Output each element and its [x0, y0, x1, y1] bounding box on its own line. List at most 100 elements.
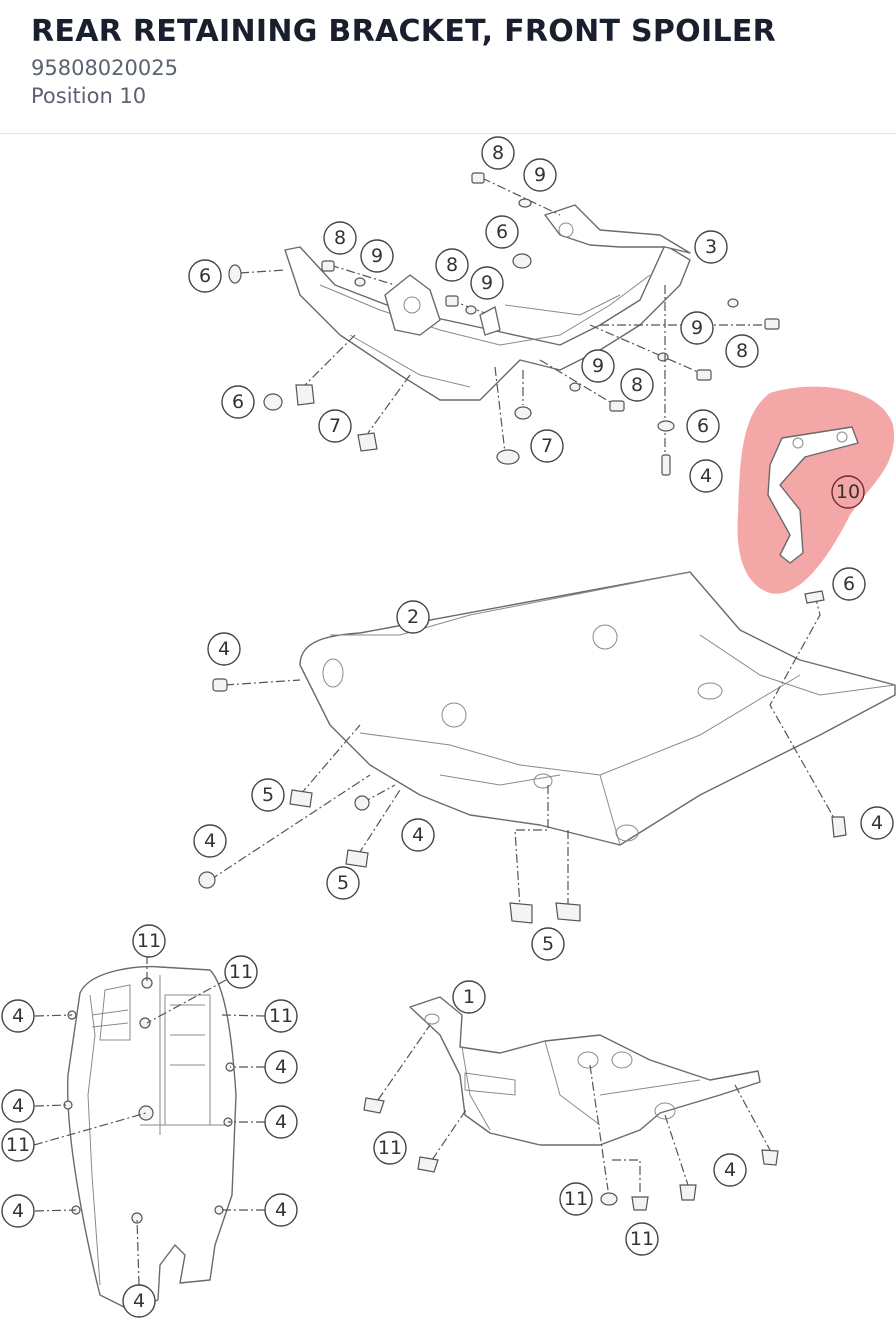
lower-hardware — [363, 1024, 779, 1211]
part-number: 95808020025 — [31, 56, 178, 80]
callout-marker[interactable]: 11 — [1, 1128, 35, 1162]
callout-marker[interactable]: 7 — [530, 429, 564, 463]
callout-number: 6 — [199, 265, 211, 287]
callout-marker[interactable]: 4 — [122, 1284, 156, 1318]
callout-marker[interactable]: 1 — [452, 980, 486, 1014]
callout-marker[interactable]: 8 — [323, 221, 357, 255]
callout-marker[interactable]: 4 — [264, 1105, 298, 1139]
callout-marker[interactable]: 4 — [207, 632, 241, 666]
callout-marker[interactable]: 9 — [680, 311, 714, 345]
callout-marker[interactable]: 4 — [193, 824, 227, 858]
callout-number: 8 — [334, 227, 346, 249]
callout-marker[interactable]: 4 — [264, 1193, 298, 1227]
callout-marker[interactable]: 4 — [1, 999, 35, 1033]
skid-plate-part-2 — [299, 571, 896, 846]
callout-marker[interactable]: 5 — [326, 866, 360, 900]
part-header: REAR RETAINING BRACKET, FRONT SPOILER 95… — [0, 0, 896, 134]
callout-marker[interactable]: 11 — [264, 999, 298, 1033]
callout-marker-highlighted[interactable]: 10 — [831, 475, 865, 509]
callout-marker[interactable]: 4 — [1, 1089, 35, 1123]
callout-marker[interactable]: 6 — [686, 409, 720, 443]
callout-number: 1 — [463, 986, 475, 1008]
callout-number: 11 — [229, 961, 253, 983]
callout-number: 2 — [407, 606, 419, 628]
callout-number: 4 — [412, 824, 424, 846]
callout-number: 9 — [592, 355, 604, 377]
callout-number: 5 — [337, 872, 349, 894]
callout-number: 5 — [262, 784, 274, 806]
callout-marker[interactable]: 11 — [132, 924, 166, 958]
callout-marker[interactable]: 4 — [689, 459, 723, 493]
callout-number: 10 — [836, 481, 860, 503]
callout-number: 4 — [275, 1111, 287, 1133]
callout-number: 8 — [492, 142, 504, 164]
callout-marker[interactable]: 9 — [523, 158, 557, 192]
callout-number: 6 — [843, 573, 855, 595]
callout-number: 11 — [630, 1228, 654, 1250]
callout-labels: 8 9 6 3 8 9 8 9 6 9 8 9 8 6 7 7 6 4 10 6… — [1, 136, 894, 1318]
callout-marker[interactable]: 8 — [620, 368, 654, 402]
callout-number: 4 — [724, 1159, 736, 1181]
callout-number: 4 — [204, 830, 216, 852]
callout-marker[interactable]: 4 — [1, 1194, 35, 1228]
callout-marker[interactable]: 6 — [485, 215, 519, 249]
callout-marker[interactable]: 9 — [470, 266, 504, 300]
callout-marker[interactable]: 9 — [581, 349, 615, 383]
callout-number: 4 — [275, 1199, 287, 1221]
front-view-leaders — [33, 955, 266, 1286]
callout-marker[interactable]: 8 — [481, 136, 515, 170]
callout-number: 7 — [329, 415, 341, 437]
callout-number: 8 — [446, 254, 458, 276]
callout-number: 9 — [534, 164, 546, 186]
callout-number: 4 — [700, 465, 712, 487]
part-position: Position 10 — [31, 84, 147, 108]
callout-number: 4 — [871, 812, 883, 834]
callout-number: 11 — [378, 1137, 402, 1159]
callout-marker[interactable]: 11 — [373, 1131, 407, 1165]
callout-marker[interactable]: 4 — [860, 806, 894, 840]
callout-number: 8 — [736, 340, 748, 362]
callout-marker[interactable]: 8 — [725, 334, 759, 368]
callout-marker[interactable]: 6 — [832, 567, 866, 601]
callout-marker[interactable]: 4 — [401, 818, 435, 852]
callout-number: 4 — [218, 638, 230, 660]
callout-marker[interactable]: 4 — [264, 1050, 298, 1084]
callout-marker[interactable]: 7 — [318, 409, 352, 443]
callout-marker[interactable]: 11 — [559, 1182, 593, 1216]
callout-number: 11 — [137, 930, 161, 952]
callout-number: 6 — [232, 391, 244, 413]
callout-marker[interactable]: 2 — [396, 600, 430, 634]
callout-marker[interactable]: 5 — [531, 927, 565, 961]
callout-marker[interactable]: 3 — [694, 230, 728, 264]
callout-marker[interactable]: 9 — [360, 239, 394, 273]
callout-number: 11 — [6, 1134, 30, 1156]
callout-number: 5 — [542, 933, 554, 955]
highlighted-part-10[interactable] — [737, 386, 895, 594]
callout-number: 8 — [631, 374, 643, 396]
callout-marker[interactable]: 6 — [221, 385, 255, 419]
callout-marker[interactable]: 8 — [435, 248, 469, 282]
part-title: REAR RETAINING BRACKET, FRONT SPOILER — [31, 14, 777, 49]
front-view-panel — [63, 965, 237, 1311]
callout-number: 6 — [697, 415, 709, 437]
callout-number: 3 — [705, 236, 717, 258]
lower-skid-plate-part-1 — [409, 996, 761, 1146]
callout-marker[interactable]: 11 — [625, 1222, 659, 1256]
callout-number: 6 — [496, 221, 508, 243]
callout-number: 9 — [481, 272, 493, 294]
callout-number: 4 — [12, 1095, 24, 1117]
exploded-parts-diagram: 8 9 6 3 8 9 8 9 6 9 8 9 8 6 7 7 6 4 10 6… — [1, 136, 896, 1318]
callout-number: 4 — [133, 1290, 145, 1312]
callout-number: 4 — [275, 1056, 287, 1078]
middle-hardware — [198, 590, 847, 924]
callout-number: 9 — [371, 245, 383, 267]
callout-marker[interactable]: 4 — [713, 1153, 747, 1187]
callout-number: 9 — [691, 317, 703, 339]
callout-number: 4 — [12, 1005, 24, 1027]
callout-number: 11 — [269, 1005, 293, 1027]
callout-number: 4 — [12, 1200, 24, 1222]
callout-marker[interactable]: 11 — [224, 955, 258, 989]
callout-number: 11 — [564, 1188, 588, 1210]
callout-marker[interactable]: 6 — [188, 259, 222, 293]
callout-marker[interactable]: 5 — [251, 778, 285, 812]
